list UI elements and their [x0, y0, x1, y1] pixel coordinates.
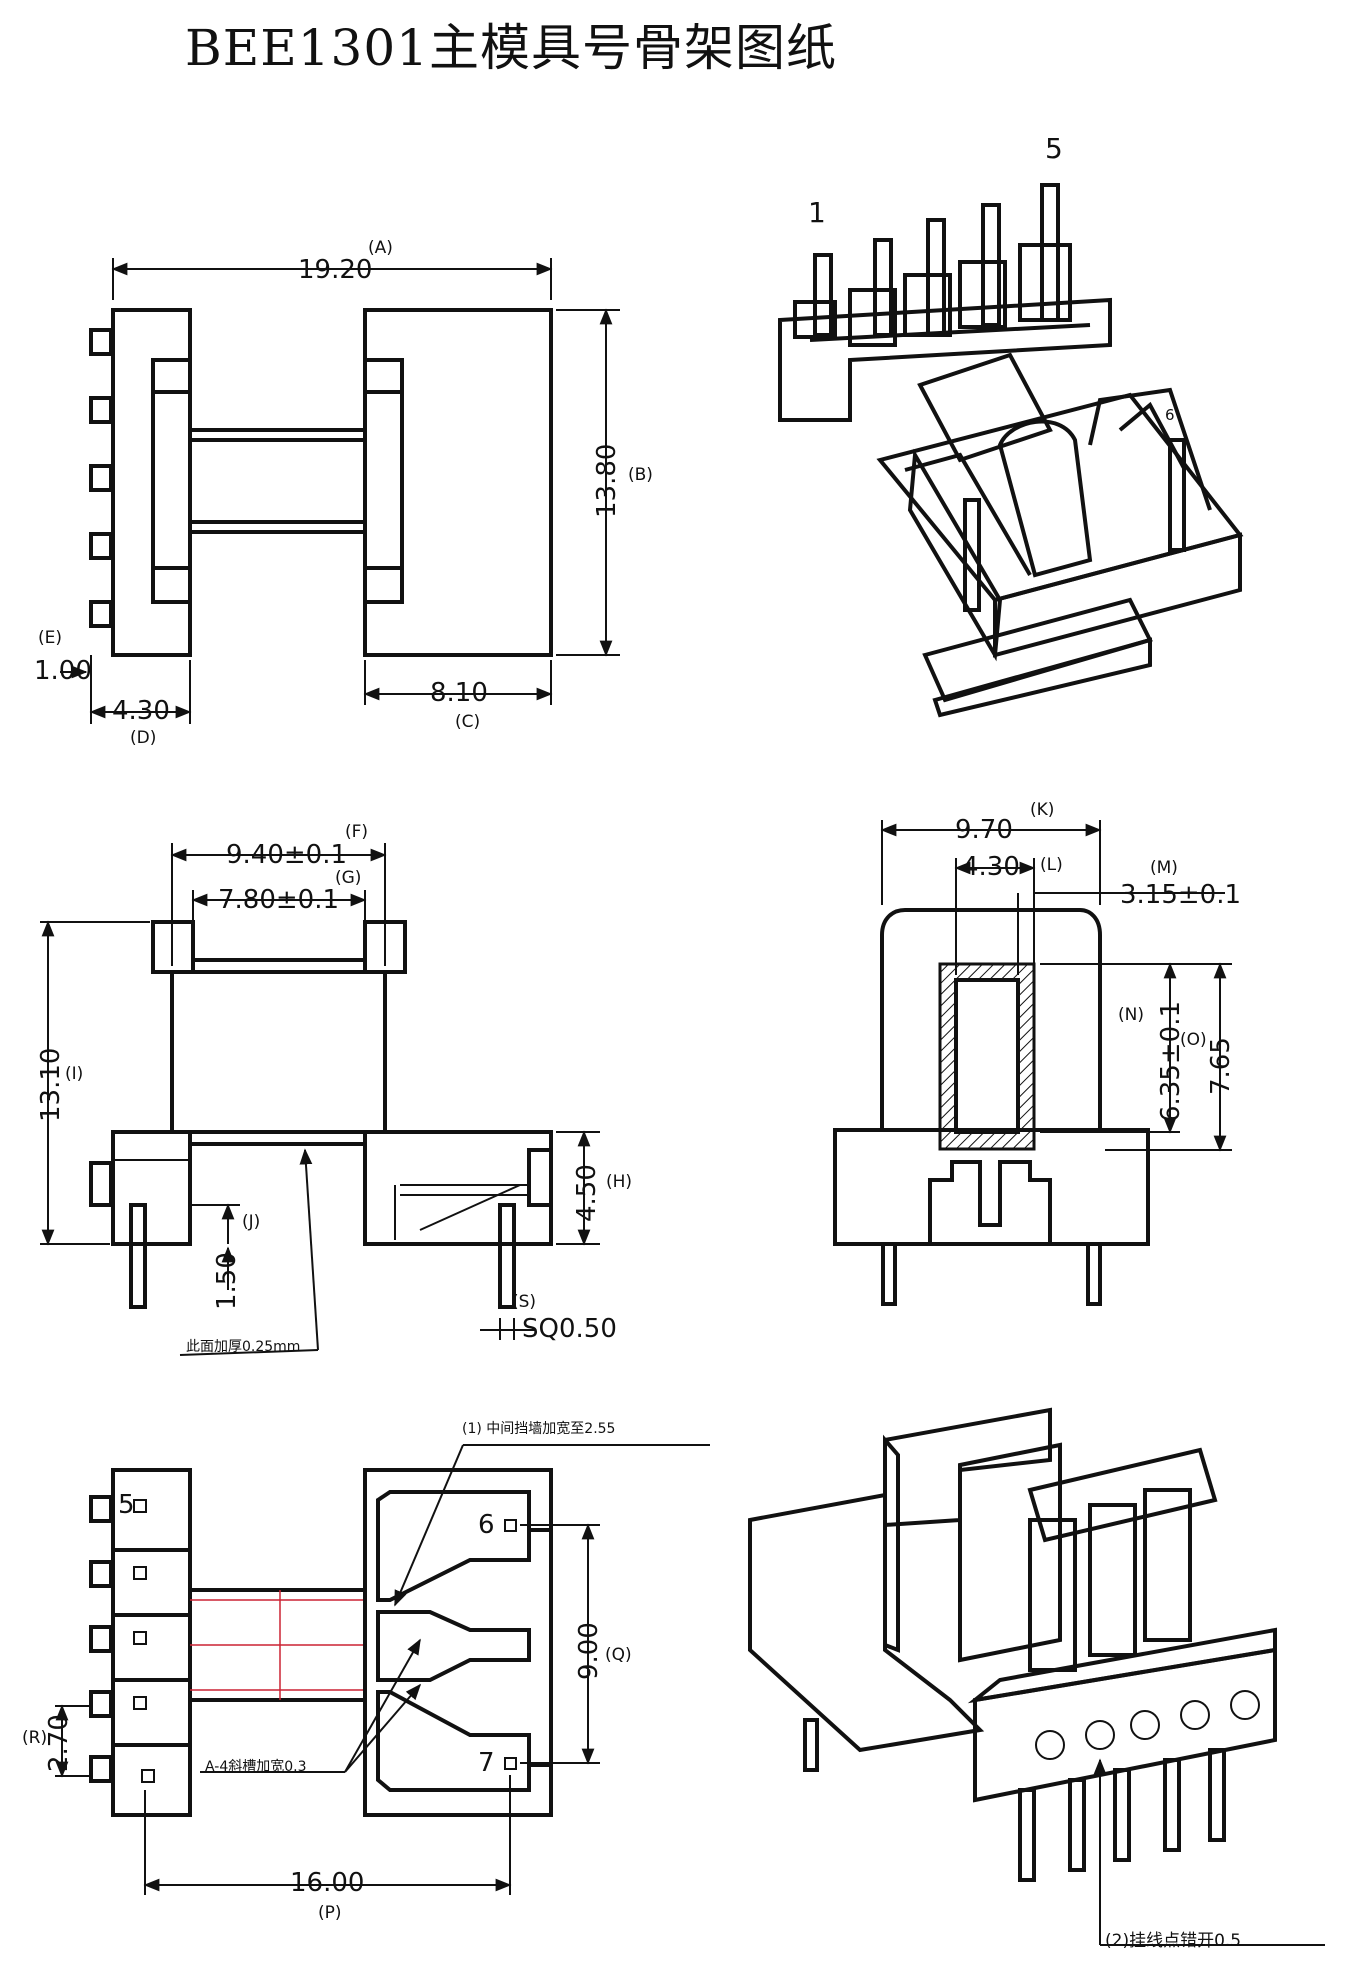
dim-m-label: (M)	[1150, 858, 1178, 878]
dim-f-label: (F)	[345, 822, 369, 842]
dim-n-label: (N)	[1118, 1005, 1144, 1025]
bottom-pin-label-6: 6	[478, 1510, 495, 1540]
pin-label-6: 6	[1165, 406, 1175, 424]
note-hook-offset: (2)挂线点错开0.5	[1105, 1931, 1242, 1951]
side-view	[833, 820, 1232, 1306]
dim-b-label: (B)	[628, 465, 653, 485]
dim-p-label: (P)	[318, 1903, 342, 1923]
note-middle-wall: (1) 中间挡墙加宽至2.55	[462, 1421, 616, 1437]
dim-h-label: (H)	[606, 1172, 633, 1192]
pin-stubs	[89, 328, 113, 628]
dim-r-label: (R)	[22, 1728, 48, 1748]
dim-d-label: (D)	[130, 728, 157, 748]
dim-s-label: (S)	[512, 1292, 537, 1312]
bottom-pin-squares	[133, 1499, 155, 1783]
note-a4-slot: A-4斜槽加宽0.3	[205, 1759, 307, 1775]
dim-i-value: 13.10	[36, 1047, 66, 1122]
dim-a-value: 19.20	[298, 255, 373, 285]
dim-o-label: (O)	[1180, 1030, 1207, 1050]
dim-q-label: (Q)	[605, 1645, 632, 1665]
dim-h-value: 4.50	[572, 1164, 602, 1222]
dim-j-value: 1.50	[212, 1252, 242, 1310]
dim-f-value: 9.40±0.1	[226, 840, 348, 870]
dim-c-value: 8.10	[430, 678, 488, 708]
dim-q-value: 9.00	[574, 1622, 604, 1680]
bottom-pin-label-7: 7	[478, 1748, 495, 1778]
iso2-pin-bumps	[1035, 1690, 1260, 1760]
isometric-view-bottom	[748, 1407, 1325, 1946]
dim-r-value: 2.70	[44, 1714, 74, 1772]
dim-e-label: (E)	[38, 628, 63, 648]
dim-m-value: 3.15±0.1	[1120, 880, 1242, 910]
dim-k-value: 9.70	[955, 815, 1013, 845]
dim-o-value: 7.65	[1206, 1037, 1236, 1095]
dim-i-label: (I)	[65, 1064, 84, 1084]
dim-d-value: 4.30	[112, 696, 170, 726]
dim-n-value: 6.35±0.1	[1156, 1000, 1186, 1122]
pin-label-5: 5	[1045, 132, 1063, 165]
dim-a-label: (A)	[368, 238, 393, 258]
dim-k-label: (K)	[1030, 800, 1055, 820]
dim-b-value: 13.80	[592, 443, 622, 518]
front-view	[40, 843, 600, 1356]
bottom-pin-stubs	[89, 1495, 113, 1783]
dim-p-value: 16.00	[290, 1868, 365, 1898]
top-view	[60, 258, 620, 724]
dim-l-value: 4.30	[962, 852, 1020, 882]
iso-pins-row	[793, 183, 1072, 347]
drawing-title: BEE1301主模具号骨架图纸	[185, 19, 837, 77]
pin-label-1: 1	[808, 196, 826, 229]
dim-c-label: (C)	[455, 712, 481, 732]
dim-g-value: 7.80±0.1	[218, 885, 340, 915]
dim-l-label: (L)	[1040, 855, 1063, 875]
dim-e-value: 1.00	[34, 656, 92, 686]
isometric-view-top: 1 5 6	[778, 132, 1244, 718]
bottom-view	[55, 1444, 710, 1895]
bottom-pin-label-5: 5	[118, 1490, 135, 1520]
dim-g-label: (G)	[335, 868, 362, 888]
iso2-pins	[803, 1718, 1226, 1882]
dim-j-label: (J)	[242, 1212, 261, 1232]
note-thicken: 此面加厚0.25mm	[186, 1339, 301, 1355]
dim-s-value: SQ0.50	[522, 1314, 617, 1344]
